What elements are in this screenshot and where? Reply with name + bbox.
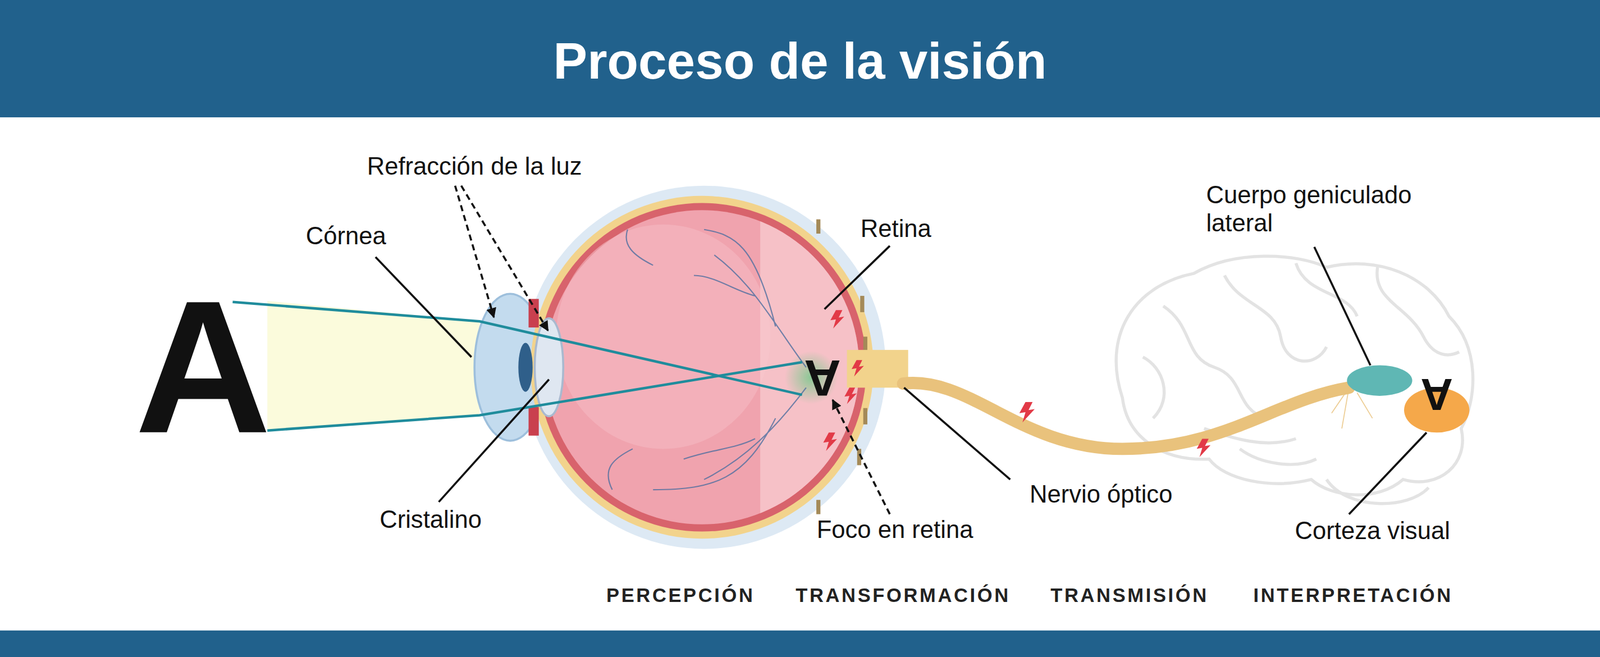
light-rays: [232, 302, 802, 431]
stage-label: TRANSFORMACIÓN: [795, 584, 1011, 608]
part-label: Corteza visual: [1295, 516, 1451, 545]
part-label: Refracción de la luz: [367, 152, 583, 181]
part-label: Cristalino: [379, 505, 482, 534]
stage-label: TRANSMISIÓN: [1050, 584, 1209, 608]
stage-label: PERCEPCIÓN: [606, 584, 756, 608]
part-label: Foco en retina: [816, 515, 974, 544]
lateral-geniculate: [1346, 364, 1412, 396]
light-beam: [267, 300, 480, 431]
part-label: Córnea: [305, 221, 387, 250]
part-label: Cuerpo geniculado lateral: [1205, 180, 1456, 237]
cortex-image: A: [1420, 371, 1453, 417]
stage-label: INTERPRETACIÓN: [1253, 584, 1453, 608]
object-letter: A: [134, 258, 272, 477]
retinal-image: A: [803, 352, 841, 404]
brain-outline: [1116, 256, 1473, 504]
footer-bar: [0, 630, 1600, 657]
optic-nerve: [903, 382, 1350, 449]
page-title: Proceso de la visión: [553, 32, 1048, 91]
title-bar: [0, 0, 1600, 118]
nerve-impulses: [823, 309, 1211, 457]
part-label: Retina: [860, 214, 932, 243]
part-label: Nervio óptico: [1029, 480, 1173, 509]
